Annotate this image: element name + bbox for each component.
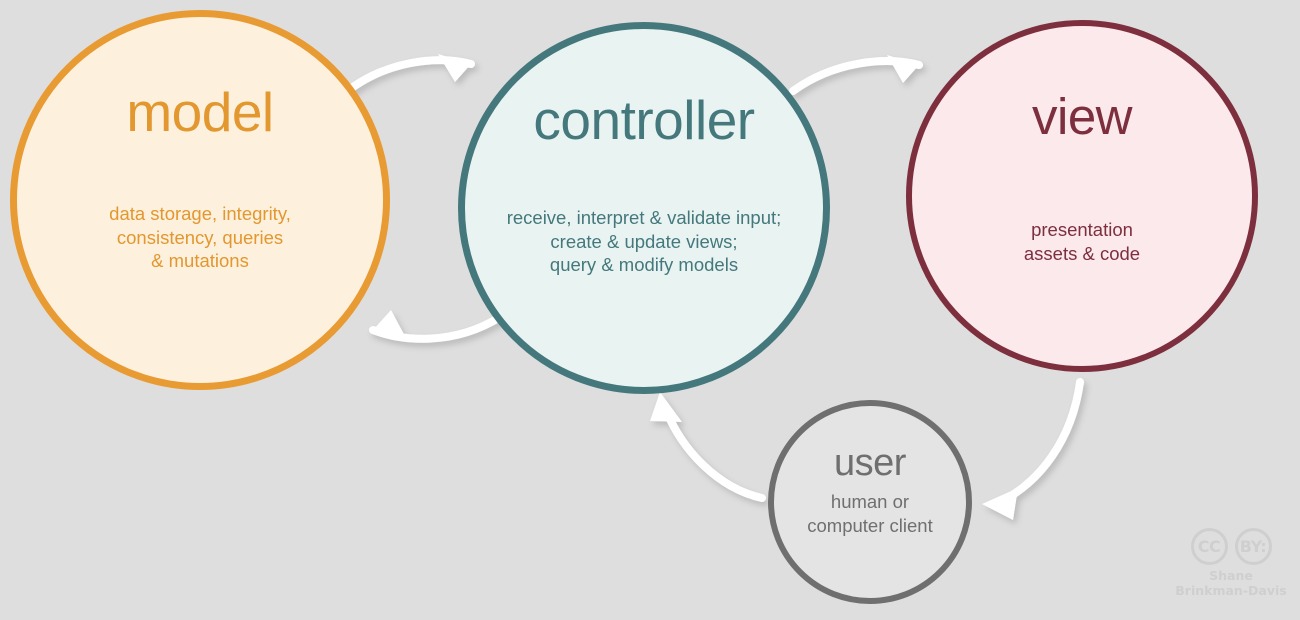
author-credit: Shane Brinkman-Davis (1175, 568, 1287, 598)
author-last-name: Brinkman-Davis (1175, 582, 1287, 598)
arrow-model-to-controller (341, 54, 475, 97)
node-model[interactable]: model data storage, integrity,consistenc… (10, 10, 390, 390)
author-first-name: Shane (1209, 568, 1253, 583)
node-user-title: user (834, 442, 906, 484)
creative-commons-badges: CC BY: (1190, 528, 1272, 565)
node-controller-description: receive, interpret & validate input;crea… (506, 207, 782, 276)
node-controller[interactable]: controller receive, interpret & validate… (458, 22, 830, 394)
node-model-title: model (126, 81, 274, 143)
node-view-title: view (1031, 88, 1133, 145)
node-controller-title: controller (533, 89, 755, 151)
arrow-controller-to-view (789, 55, 923, 95)
arrow-view-to-user (982, 378, 1084, 520)
node-model-description: data storage, integrity,consistency, que… (109, 203, 291, 272)
license-attribution: CC BY: Shane Brinkman-Davis (1172, 528, 1290, 598)
arrow-controller-to-model (369, 310, 504, 343)
attribution-by-icon: BY: (1234, 528, 1272, 565)
arrow-user-to-controller (650, 392, 766, 502)
creative-commons-icon: CC (1190, 528, 1228, 565)
